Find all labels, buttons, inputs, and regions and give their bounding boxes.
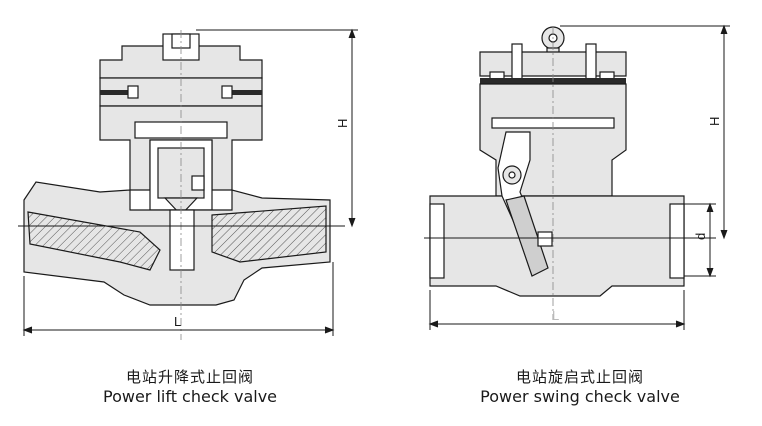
lift-check-valve [18, 30, 345, 340]
swing-valve-outlet [669, 203, 685, 279]
swing-valve-body [429, 195, 685, 297]
lift-valve-dimensions [22, 28, 358, 336]
swing-check-valve [424, 26, 716, 320]
lift-valve-caption-en: Power lift check valve [102, 387, 278, 406]
swing-valve-diameter-label: d [693, 233, 708, 240]
lift-valve-caption-cn: 电站升降式止回阀 [125, 368, 254, 386]
swing-valve-caption-en: Power swing check valve [480, 387, 680, 406]
swing-valve-caption-cn: 电站旋启式止回阀 [515, 368, 644, 386]
lift-valve-height-label: H [335, 119, 350, 128]
swing-valve-disc [505, 195, 549, 277]
lift-valve-caption: 电站升降式止回阀 Power lift check valve [60, 366, 320, 406]
swing-valve-length-label: L [552, 308, 559, 323]
swing-valve-dimensions [428, 24, 730, 330]
swing-valve-height-label: H [707, 117, 722, 126]
swing-valve-caption: 电站旋启式止回阀 Power swing check valve [440, 366, 720, 406]
swing-valve-inlet [429, 203, 445, 279]
lift-valve-length-label: L [174, 314, 181, 329]
